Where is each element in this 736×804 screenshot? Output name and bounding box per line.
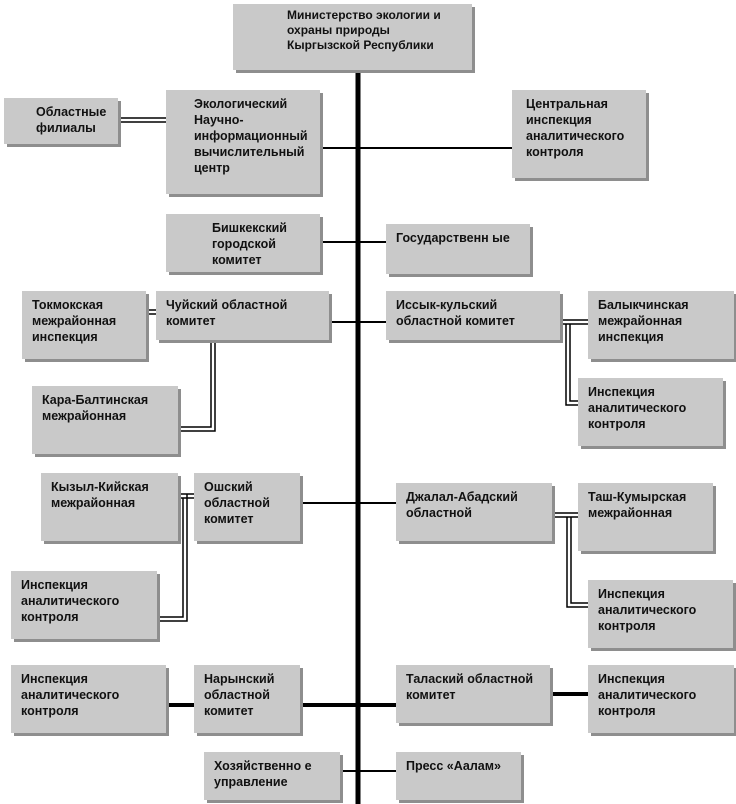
node-tokmok: Токмокская межрайонная инспекция [22, 291, 146, 359]
node-regional-branches: Областные филиалы [4, 98, 118, 144]
line-tash-kumyr [552, 512, 578, 518]
node-kara-balta: Кара-Балтинская межрайонная [32, 386, 178, 454]
node-chui: Чуйский областной комитет [156, 291, 329, 340]
line-tokmok [146, 309, 156, 315]
node-jalal-inspection: Инспекция аналитического контроля [588, 580, 733, 648]
node-naryn: Нарынский областной комитет [194, 665, 300, 733]
line-balykchy [560, 319, 588, 325]
node-talas-inspection: Инспекция аналитического контроля [588, 665, 734, 733]
node-issyk-kul: Иссык-кульский областной комитет [386, 291, 560, 340]
node-economic: Хозяйственно е управление [204, 752, 340, 800]
node-bishkek: Бишкекский городской комитет [166, 214, 320, 272]
node-balykchy: Балыкчинская межрайонная инспекция [588, 291, 734, 359]
node-osh-inspection: Инспекция аналитического контроля [11, 571, 157, 639]
line-kara-balta [178, 340, 216, 432]
line-jalal-inspection [566, 517, 588, 608]
node-talas: Талаский областной комитет [396, 665, 550, 723]
node-osh: Ошский областной комитет [194, 473, 300, 541]
node-issyk-inspection: Инспекция аналитического контроля [578, 378, 723, 446]
node-eco-center: Экологический Научно-информационный вычи… [166, 90, 320, 194]
node-kyzyl-kiya: Кызыл-Кийская межрайонная [41, 473, 178, 541]
node-ministry: Министерство экологии и охраны природы К… [233, 4, 472, 70]
node-jalal-abad: Джалал-Абадский областной [396, 483, 552, 541]
node-central-inspection: Центральная инспекция аналитического кон… [512, 90, 646, 178]
node-tash-kumyr: Таш-Кумырская межрайонная [578, 483, 713, 551]
line-branches-center [118, 117, 166, 123]
node-naryn-inspection: Инспекция аналитического контроля [11, 665, 166, 733]
node-state: Государственн ые [386, 224, 530, 274]
node-press: Пресс «Аалам» [396, 752, 521, 800]
line-kyzyl-kiya [178, 493, 194, 499]
line-issyk-inspection [565, 324, 578, 406]
line-osh-inspection [157, 494, 188, 622]
